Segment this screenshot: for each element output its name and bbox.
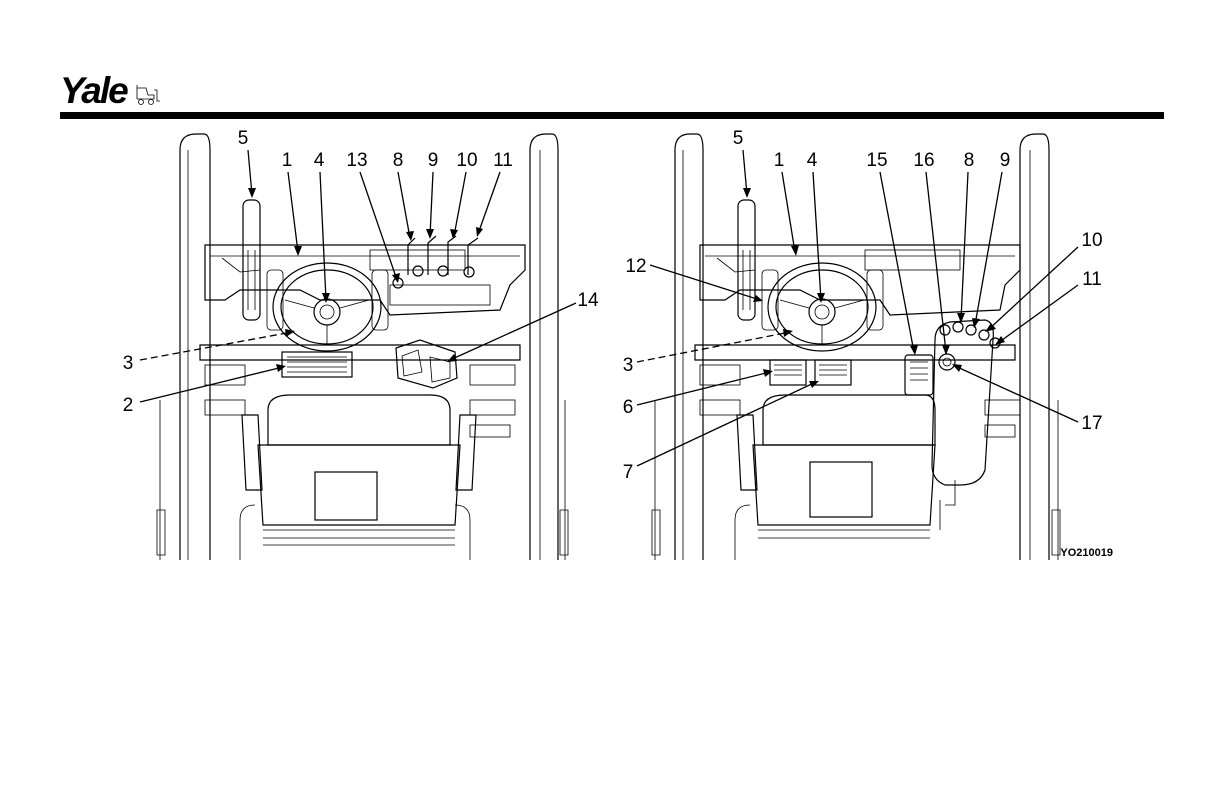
callout-3-left: 3 xyxy=(123,353,134,374)
callout-7-right: 7 xyxy=(623,462,634,483)
callout-10-right: 10 xyxy=(1081,230,1102,251)
callout-8-left: 8 xyxy=(393,150,404,171)
callout-4-right: 4 xyxy=(807,150,818,171)
figure-id-label: YO210019 xyxy=(1060,547,1113,559)
callout-4-left: 4 xyxy=(314,150,325,171)
callout-10-left: 10 xyxy=(456,150,477,171)
callout-11-right: 11 xyxy=(1082,269,1102,290)
callout-1-right: 1 xyxy=(774,150,785,171)
callout-17-right: 17 xyxy=(1081,413,1102,434)
callout-3-right: 3 xyxy=(623,355,634,376)
callout-14-left: 14 xyxy=(577,290,599,311)
callout-1-left: 1 xyxy=(282,150,293,171)
callout-5-right: 5 xyxy=(733,128,744,149)
callout-12-right: 12 xyxy=(625,256,646,277)
callout-9-left: 9 xyxy=(428,150,439,171)
callout-11-left: 11 xyxy=(493,150,513,171)
callout-2-left: 2 xyxy=(123,395,134,416)
callout-16-right: 16 xyxy=(913,150,934,171)
callout-5-left: 5 xyxy=(238,128,249,149)
callout-8-right: 8 xyxy=(964,150,975,171)
right-callout-labels: 5 1 4 15 16 8 9 10 11 12 3 6 17 7 YO2100… xyxy=(623,128,1113,559)
callout-6-right: 6 xyxy=(623,397,634,418)
left-figure-illustration xyxy=(157,134,568,560)
callout-13-left: 13 xyxy=(346,150,367,171)
callout-15-right: 15 xyxy=(866,150,887,171)
callout-9-right: 9 xyxy=(1000,150,1011,171)
